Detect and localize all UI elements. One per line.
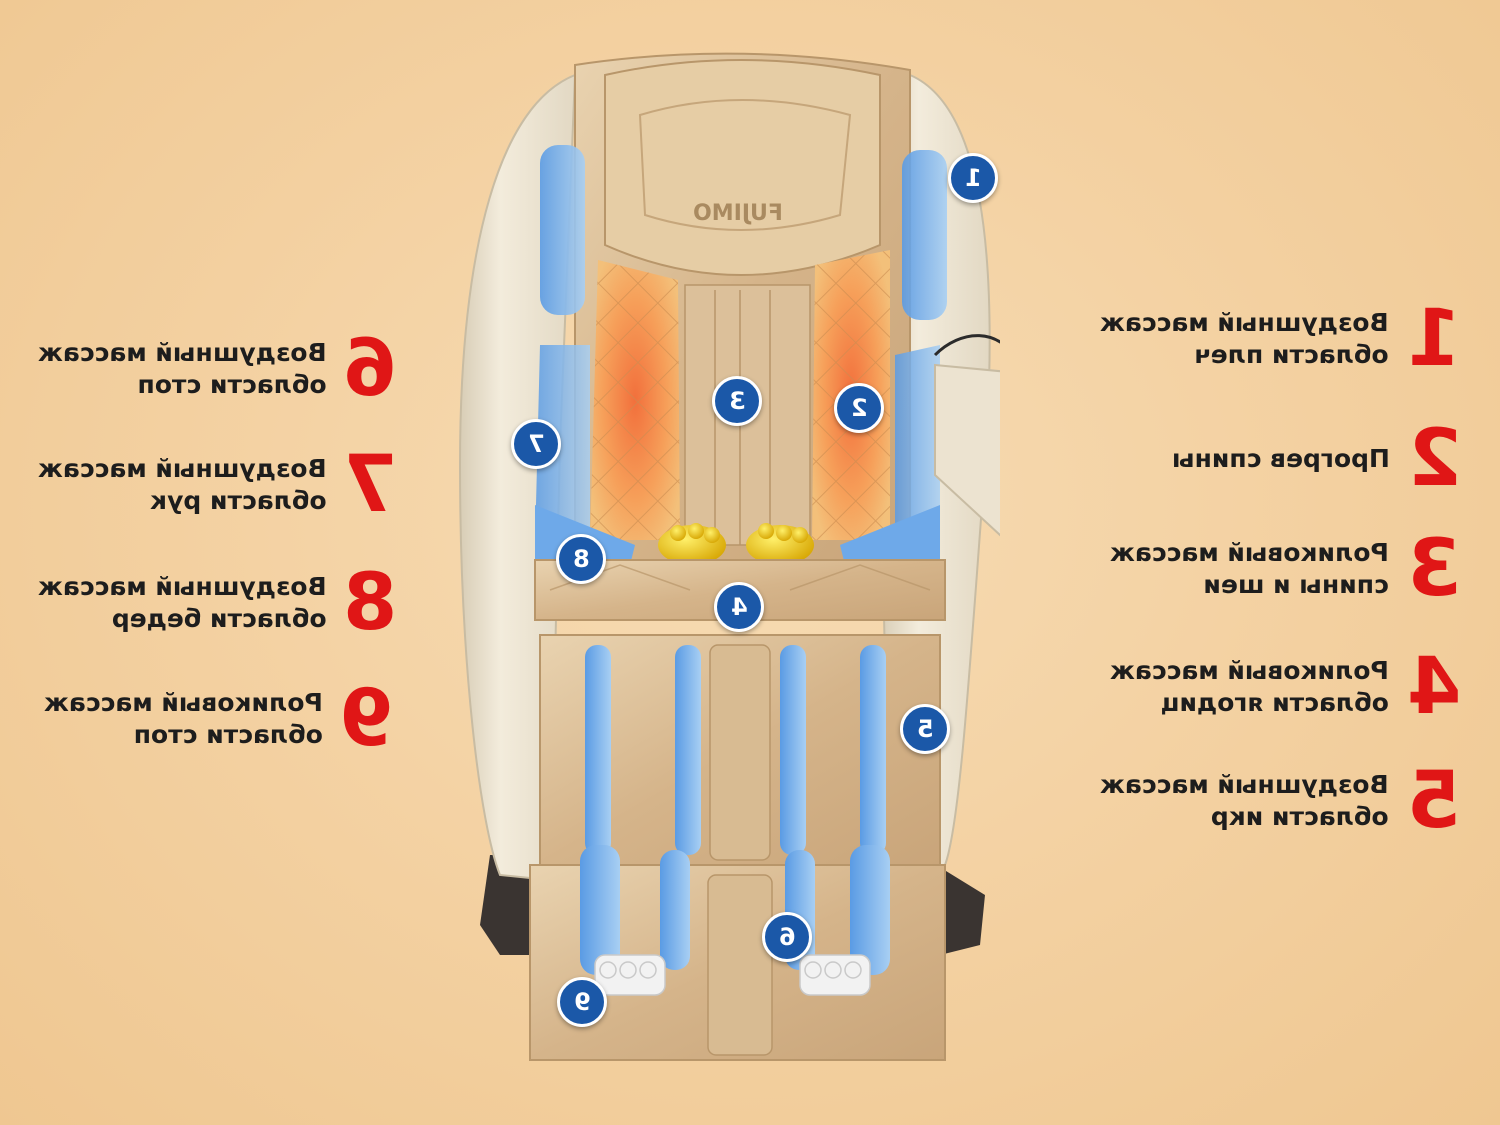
feature-6: Воздушный массаж области стоп 6 (38, 324, 397, 414)
feature-7-text: Воздушный массаж области рук (38, 453, 327, 517)
feature-4-number: 4 (1406, 642, 1462, 732)
feature-2-text: Прогрев спины (1172, 443, 1390, 475)
badge-8: 8 (556, 534, 606, 584)
feature-1-number: 1 (1406, 294, 1461, 384)
calf-airbag-2 (675, 645, 701, 855)
badge-3: 3 (712, 376, 762, 426)
feature-7: Воздушный массаж области рук 7 (38, 440, 397, 530)
arm-airbag-left (535, 345, 590, 545)
feature-1-text: Воздушный массаж области плеч (1100, 307, 1389, 371)
feature-2-number: 2 (1407, 414, 1463, 504)
gold-rollers (658, 523, 814, 565)
feature-4-text: Роликовый массаж области ягодиц (1110, 655, 1389, 719)
legrest-center (709, 644, 771, 861)
feature-6-line2: области стоп (137, 370, 327, 399)
feature-5-text: Воздушный массаж области икр (1100, 769, 1389, 833)
feature-3-line2: спины и шеи (1203, 570, 1389, 599)
badge-6: 6 (762, 912, 812, 962)
feature-9: Роликовый массаж области стоп 9 (44, 674, 394, 764)
brand-logo: FUJIMO (693, 201, 783, 226)
feature-2: Прогрев спины 2 (1172, 414, 1463, 504)
feature-2-line1: Прогрев спины (1172, 444, 1390, 473)
remote-cable (933, 334, 1000, 357)
feature-6-line1: Воздушный массаж (38, 338, 327, 367)
shoulder-airbag-right (902, 150, 947, 320)
feature-9-line2: области стоп (133, 720, 323, 749)
feature-9-number: 9 (338, 674, 394, 764)
feature-3: Роликовый массаж спины и шеи 3 (1110, 524, 1462, 614)
feature-4-line2: области ягодиц (1160, 688, 1389, 717)
feature-8: Воздушный массаж области бедер 8 (38, 558, 397, 648)
feature-1-line1: Воздушный массаж (1100, 308, 1389, 337)
badge-7: 7 (511, 419, 561, 469)
feature-3-number: 3 (1406, 524, 1462, 614)
remote-holder (934, 363, 1000, 537)
foot-airbag-4 (850, 845, 890, 975)
arm-airbag-right (895, 345, 940, 545)
calf-airbag-4 (860, 645, 886, 855)
feature-5-line1: Воздушный массаж (1100, 770, 1389, 799)
calf-airbag-1 (585, 645, 611, 855)
feature-9-text: Роликовый массаж области стоп (44, 687, 323, 751)
feature-7-line1: Воздушный массаж (38, 454, 327, 483)
feature-6-text: Воздушный массаж области стоп (38, 337, 327, 401)
foot-rollers (594, 954, 871, 996)
foot-airbag-1 (580, 845, 620, 975)
feature-1: Воздушный массаж области плеч 1 (1100, 294, 1461, 384)
badge-5: 5 (900, 704, 950, 754)
badge-9: 9 (557, 977, 607, 1027)
footrest-center (707, 874, 773, 1056)
feature-5-number: 5 (1406, 756, 1461, 846)
badge-2: 2 (834, 383, 884, 433)
feature-7-line2: области рук (150, 486, 327, 515)
feature-6-number: 6 (342, 324, 397, 414)
feature-5: Воздушный массаж области икр 5 (1100, 756, 1461, 846)
hip-airbag-right (840, 505, 940, 565)
calf-airbag-3 (780, 645, 806, 855)
svg-text:FUJIMO: FUJIMO (693, 201, 783, 226)
feature-8-line2: области бедер (111, 604, 327, 633)
shoulder-airbag-left (540, 145, 585, 315)
quilt-left (590, 260, 680, 540)
feature-5-line2: области икр (1210, 802, 1389, 831)
feature-8-text: Воздушный массаж области бедер (38, 571, 327, 635)
feature-7-number: 7 (342, 440, 397, 530)
badge-4: 4 (714, 582, 764, 632)
feature-9-line1: Роликовый массаж (44, 688, 323, 717)
badge-1: 1 (948, 153, 998, 203)
feature-3-text: Роликовый массаж спины и шеи (1110, 537, 1389, 601)
headrest (604, 59, 881, 276)
headrest-stitch (638, 99, 852, 231)
feature-8-line1: Воздушный массаж (38, 572, 327, 601)
feature-3-line1: Роликовый массаж (1110, 538, 1389, 567)
feature-4: Роликовый массаж области ягодиц 4 (1110, 642, 1462, 732)
foot-airbag-2 (660, 850, 690, 970)
massage-chair-illustration: FUJIMO (458, 52, 1000, 1061)
feature-1-line2: области плеч (1193, 340, 1389, 369)
feature-4-line1: Роликовый массаж (1110, 656, 1389, 685)
feature-8-number: 8 (342, 558, 397, 648)
